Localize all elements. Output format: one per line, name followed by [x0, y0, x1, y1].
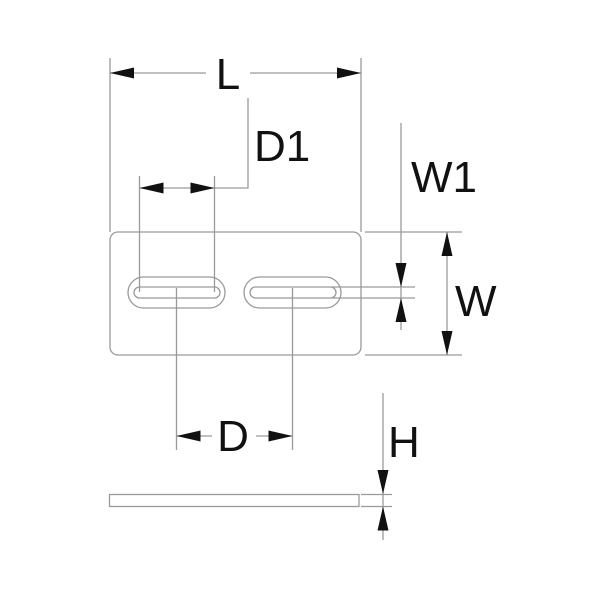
- h-arrowhead-down-icon: [377, 470, 389, 494]
- d1-arrowhead-left-icon: [139, 182, 164, 194]
- w-arrowhead-down-icon: [441, 331, 453, 355]
- d1-arrowhead-right-icon: [190, 182, 215, 194]
- l-arrowhead-right-icon: [337, 67, 361, 79]
- label-slot-width: W1: [411, 153, 477, 202]
- label-thickness: H: [388, 418, 420, 467]
- w-arrowhead-up-icon: [441, 232, 453, 256]
- w1-arrowhead-down-icon: [395, 263, 407, 287]
- d-arrowhead-right-icon: [268, 430, 293, 442]
- plate-outline: [109, 231, 362, 356]
- h-arrowhead-up-icon: [377, 506, 389, 531]
- side-view-plate-profile: [108, 493, 360, 508]
- d-arrowhead-left-icon: [176, 430, 201, 442]
- d1-dimension-leader-line: [139, 98, 249, 189]
- label-slot-spacing: D: [217, 412, 249, 461]
- label-length: L: [216, 50, 240, 99]
- l-arrowhead-left-icon: [110, 67, 134, 79]
- label-plate-width: W: [455, 277, 497, 326]
- label-slot-length: D1: [254, 122, 310, 171]
- w1-arrowhead-up-icon: [395, 298, 407, 322]
